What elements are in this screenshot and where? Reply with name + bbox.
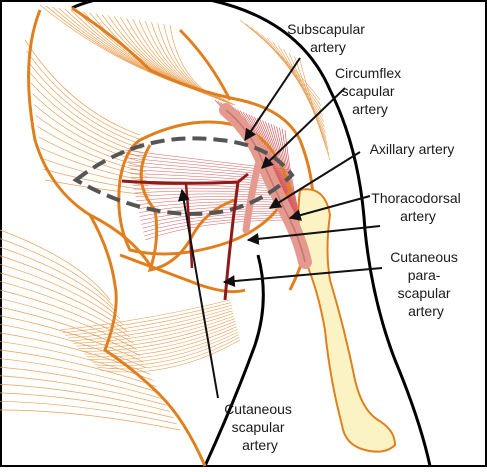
muscle-fiber: [0, 281, 131, 338]
muscle-fiber: [65, 305, 232, 336]
muscle-fiber: [0, 272, 127, 332]
muscle-fiber: [144, 219, 291, 241]
muscle-fiber: [0, 315, 144, 363]
muscle-fiber: [35, 115, 146, 168]
muscle-fiber: [272, 41, 326, 133]
arrow-thoracodorsal-branch: [246, 225, 381, 245]
muscle-fiber: [37, 125, 147, 173]
muscle-fiber: [59, 299, 231, 331]
muscle-fiber: [0, 392, 174, 418]
label-scapular: Cutaneous scapular artery: [224, 401, 296, 453]
muscle-fiber: [91, 331, 239, 364]
muscle-fiber: [30, 82, 144, 154]
arrow-scapular: [177, 188, 219, 399]
muscle-fiber: [0, 323, 147, 369]
muscle-fiber: [169, 24, 236, 106]
pointer-arrows: [177, 57, 383, 399]
muscle-fiber: [0, 358, 161, 394]
muscle-fiber: [283, 48, 328, 144]
muscle-fiber: [24, 39, 141, 136]
muscle-fiber: [299, 59, 331, 161]
muscle-fiber: [0, 306, 141, 357]
arrow-subscapular: [244, 57, 301, 141]
muscle-fiber: [135, 193, 291, 198]
muscle-fiber: [41, 158, 149, 187]
label-subscapular: Subscapular artery: [287, 21, 369, 55]
arrow-thoracodorsal: [288, 195, 371, 221]
muscle-fiber: [29, 72, 143, 150]
muscle-fiber: [0, 349, 157, 387]
flap-outline-dashed: [72, 136, 295, 216]
label-axillary: Axillary artery: [370, 141, 455, 157]
muscle-fiber: [0, 332, 151, 375]
muscle-fiber: [0, 401, 177, 425]
arrow-circumflex: [261, 87, 346, 169]
muscle-fiber: [0, 238, 114, 307]
label-thoracodorsal: Thoracodorsal artery: [371, 190, 464, 224]
muscle-fiber: [0, 255, 121, 319]
muscle-fiber: [86, 326, 237, 358]
muscle-fiber: [62, 302, 231, 333]
label-circumflex: Circumflex scapular artery: [335, 65, 405, 117]
arrow-parascapular: [222, 267, 383, 288]
muscle-fiber: [75, 315, 235, 347]
muscle-fiber: [70, 310, 233, 341]
muscle-fiber: [73, 313, 234, 344]
muscle-fiber: [0, 383, 171, 412]
humerus-bone: [297, 188, 397, 453]
muscle-fiber: [78, 318, 235, 349]
muscle-fiber: [0, 366, 164, 400]
muscle-fiber: [89, 329, 238, 361]
muscle-fiber: [99, 339, 241, 373]
muscle-fiber: [26, 50, 141, 140]
muscle-fiber: [0, 375, 167, 406]
muscle-fiber: [83, 323, 237, 355]
muscle-fiber: [81, 321, 236, 352]
muscle-fiber: [0, 246, 117, 313]
muscle-fiber: [27, 61, 142, 145]
muscle-fiber: [277, 45, 327, 139]
muscle-fiber: [0, 298, 137, 350]
muscle-fiber: [32, 93, 144, 159]
label-parascapular: Cutaneous para- scapular artery: [390, 249, 462, 319]
muscle-fiber: [67, 307, 233, 339]
muscle-fiber: [0, 409, 181, 431]
muscle-fiber: [38, 136, 147, 177]
body-silhouette: [0, 0, 432, 467]
muscle-fiber: [34, 104, 145, 164]
arrow-axillary: [268, 151, 361, 209]
muscle-fiber: [94, 334, 239, 367]
muscle-fiber: [97, 337, 240, 370]
muscle-fiber: [0, 229, 111, 301]
muscle-fiber: [288, 52, 329, 150]
muscle-fiber: [294, 56, 330, 155]
